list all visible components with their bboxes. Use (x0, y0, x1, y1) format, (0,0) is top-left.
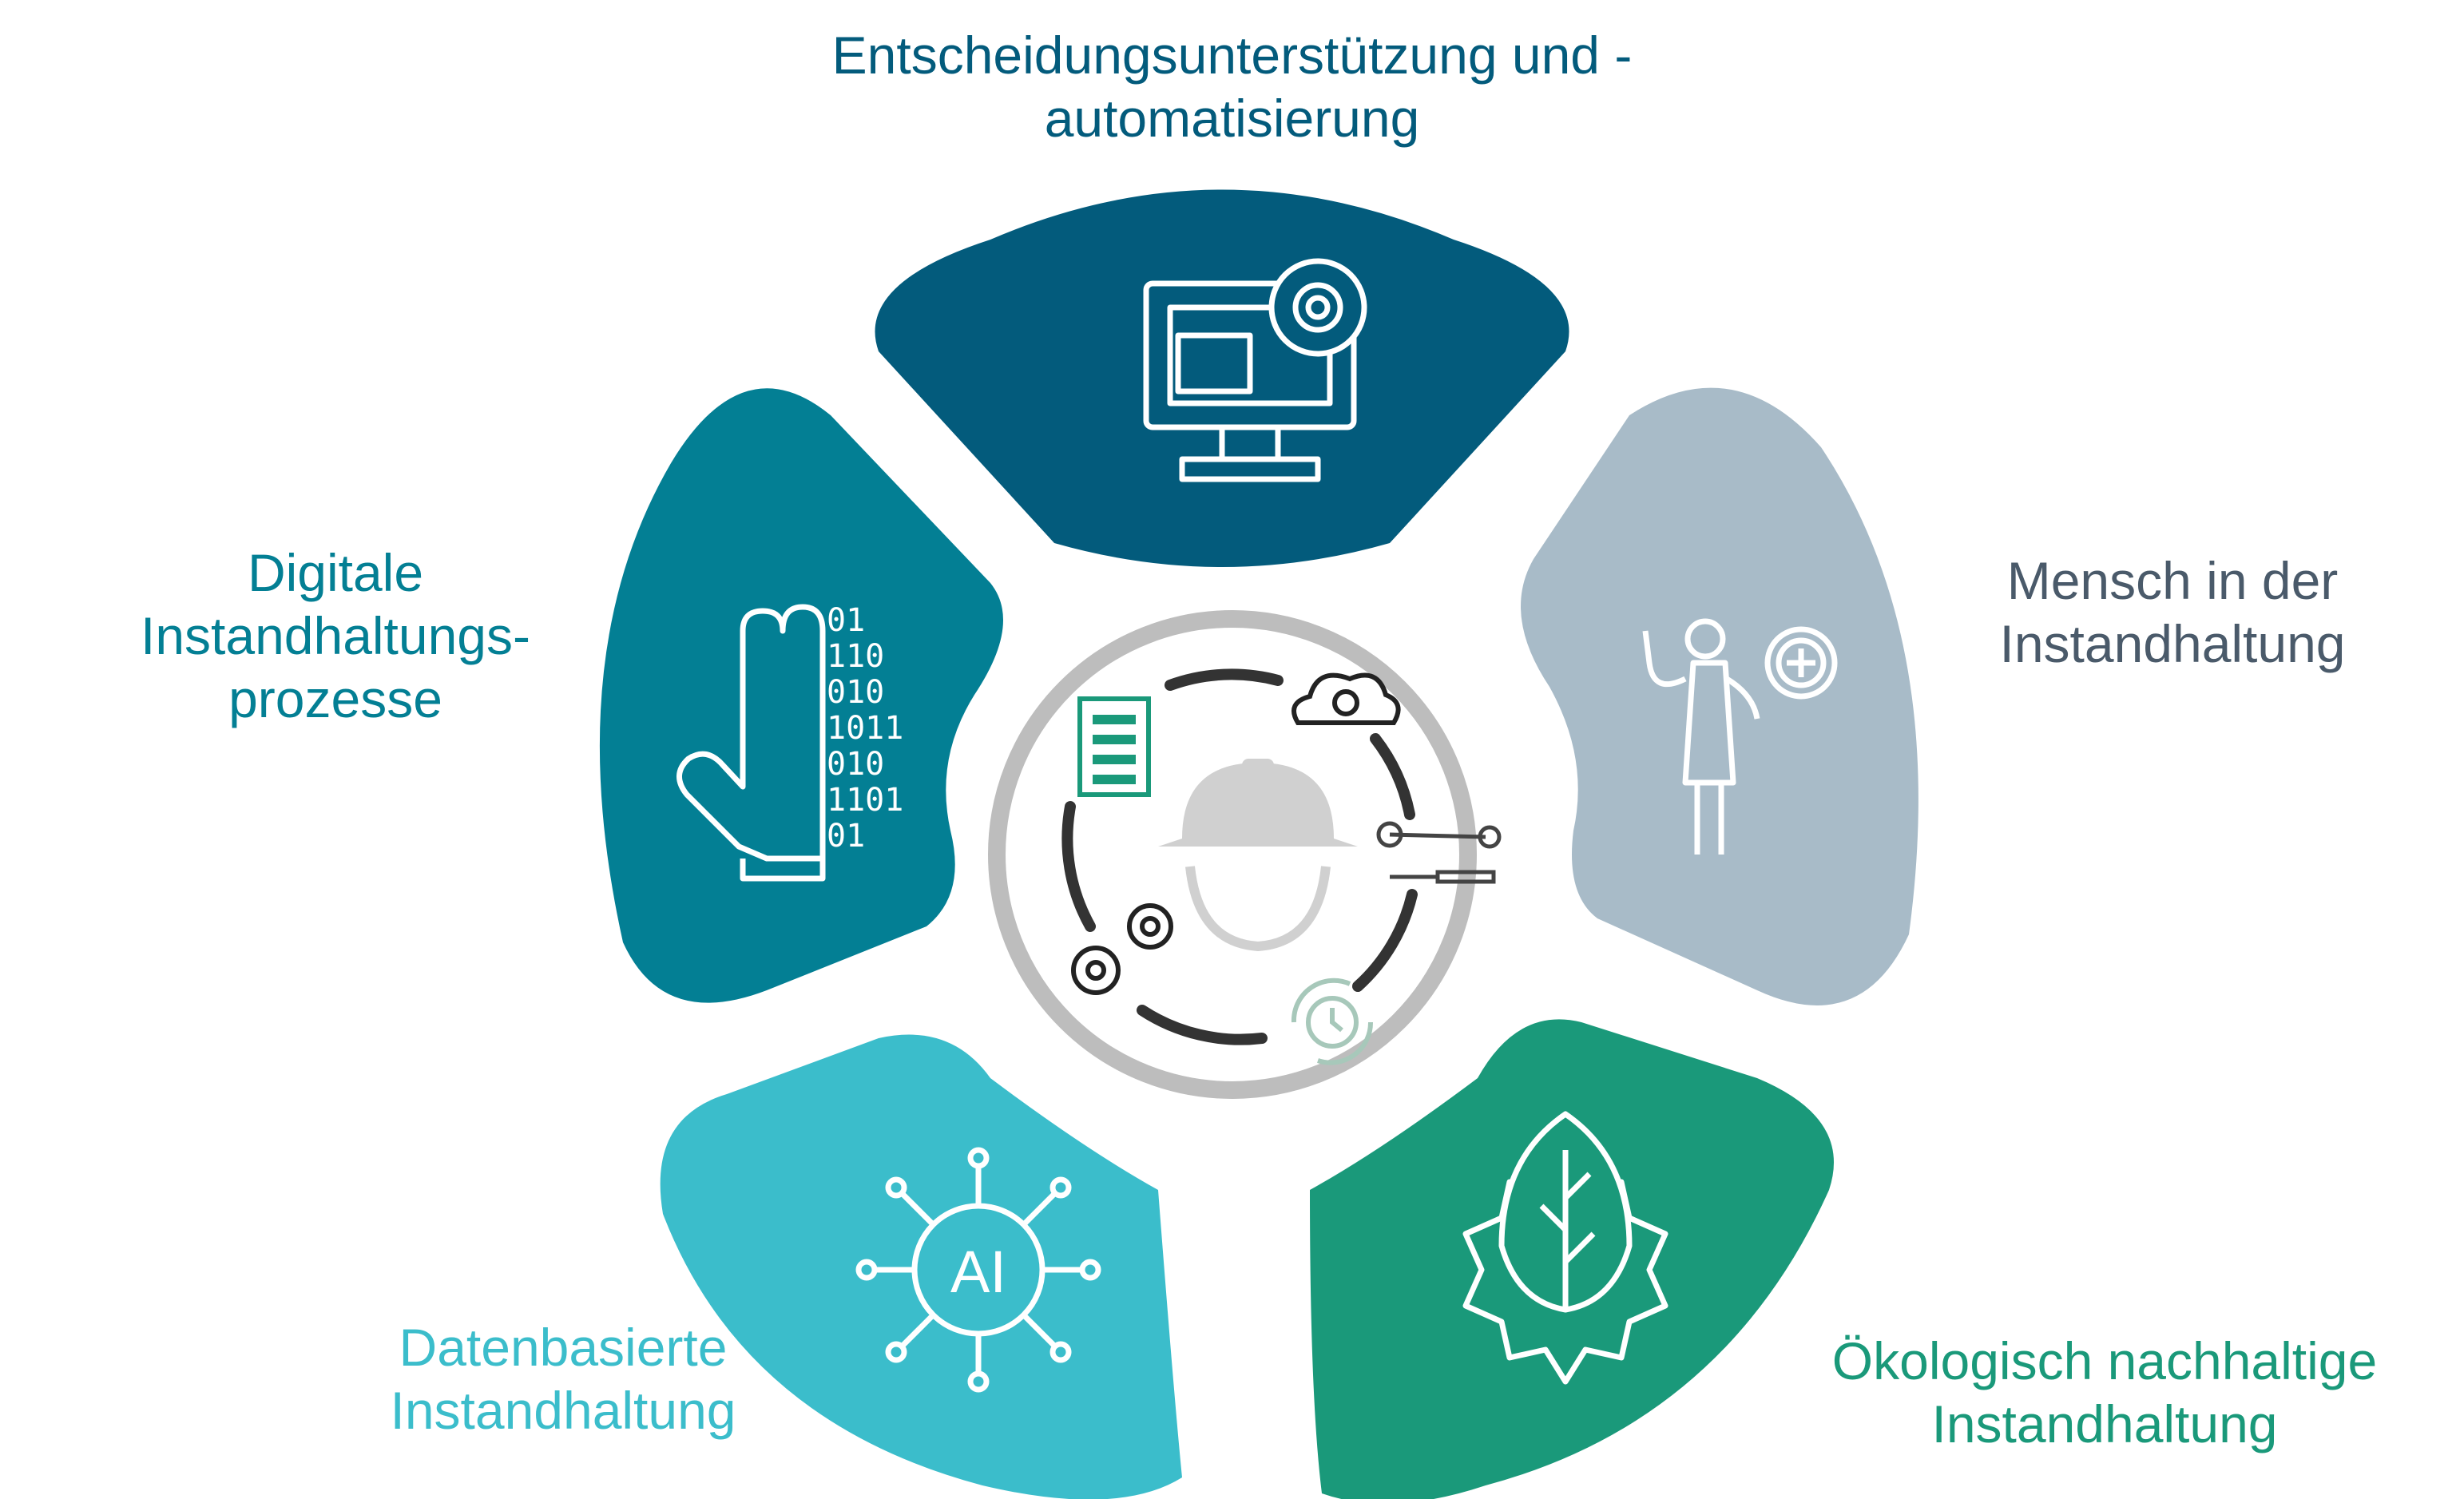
tools-icon (1376, 821, 1502, 884)
label-top-line-1: Entscheidungsunterstützung und - (831, 26, 1633, 85)
helmet-icon (1158, 759, 1358, 952)
leaf-gear-icon (1462, 1111, 1668, 1385)
label-right: Mensch in der Instandhaltung (1901, 549, 2444, 676)
label-right-line-1: Mensch in der (2006, 551, 2339, 610)
ai-network-icon: AI (855, 1147, 1101, 1393)
label-right-line-2: Instandhaltung (1999, 614, 2346, 674)
cloud-sync-icon (1292, 672, 1401, 725)
segment-bottom-left (660, 1034, 1182, 1499)
hand-binary-icon: 01 110 010 1011 010 1101 01 (677, 602, 903, 882)
segment-top (875, 189, 1569, 567)
label-bottom-left: Datenbasierte Instandhaltung (315, 1316, 811, 1442)
svg-text:01: 01 (827, 818, 865, 855)
center-cycle-ring (1061, 668, 1418, 1045)
label-bottom-right-line-1: Ökologisch nachhaltige (1831, 1331, 2378, 1390)
label-bottom-right-line-2: Instandhaltung (1931, 1394, 2278, 1454)
svg-text:AI: AI (950, 1239, 1006, 1305)
svg-text:1101: 1101 (827, 782, 903, 819)
label-bottom-left-line-1: Datenbasierte (399, 1318, 728, 1377)
svg-text:010: 010 (827, 674, 884, 711)
segment-right (1521, 387, 1918, 1005)
label-top: Entscheidungsunterstützung und - automat… (655, 24, 1809, 150)
label-left: Digitale Instandhaltungs- prozesse (32, 541, 639, 732)
label-bottom-right: Ökologisch nachhaltige Instandhaltung (1761, 1330, 2448, 1456)
gears-icon (1071, 903, 1173, 995)
worker-plus-icon (1642, 618, 1838, 855)
svg-text:110: 110 (827, 638, 884, 675)
checklist-icon (1077, 696, 1151, 797)
svg-text:010: 010 (827, 746, 884, 783)
label-left-line-1: Digitale (247, 543, 424, 602)
label-left-line-2: Instandhaltungs- (140, 606, 530, 666)
svg-text:01: 01 (827, 602, 865, 639)
label-top-line-2: automatisierung (1044, 89, 1420, 149)
segment-left (599, 388, 1003, 1003)
svg-text:1011: 1011 (827, 710, 903, 747)
clock-cycle-icon (1291, 978, 1374, 1065)
monitor-gear-icon (1143, 258, 1367, 482)
label-left-line-3: prozesse (228, 669, 442, 729)
label-bottom-left-line-2: Instandhaltung (390, 1381, 736, 1441)
